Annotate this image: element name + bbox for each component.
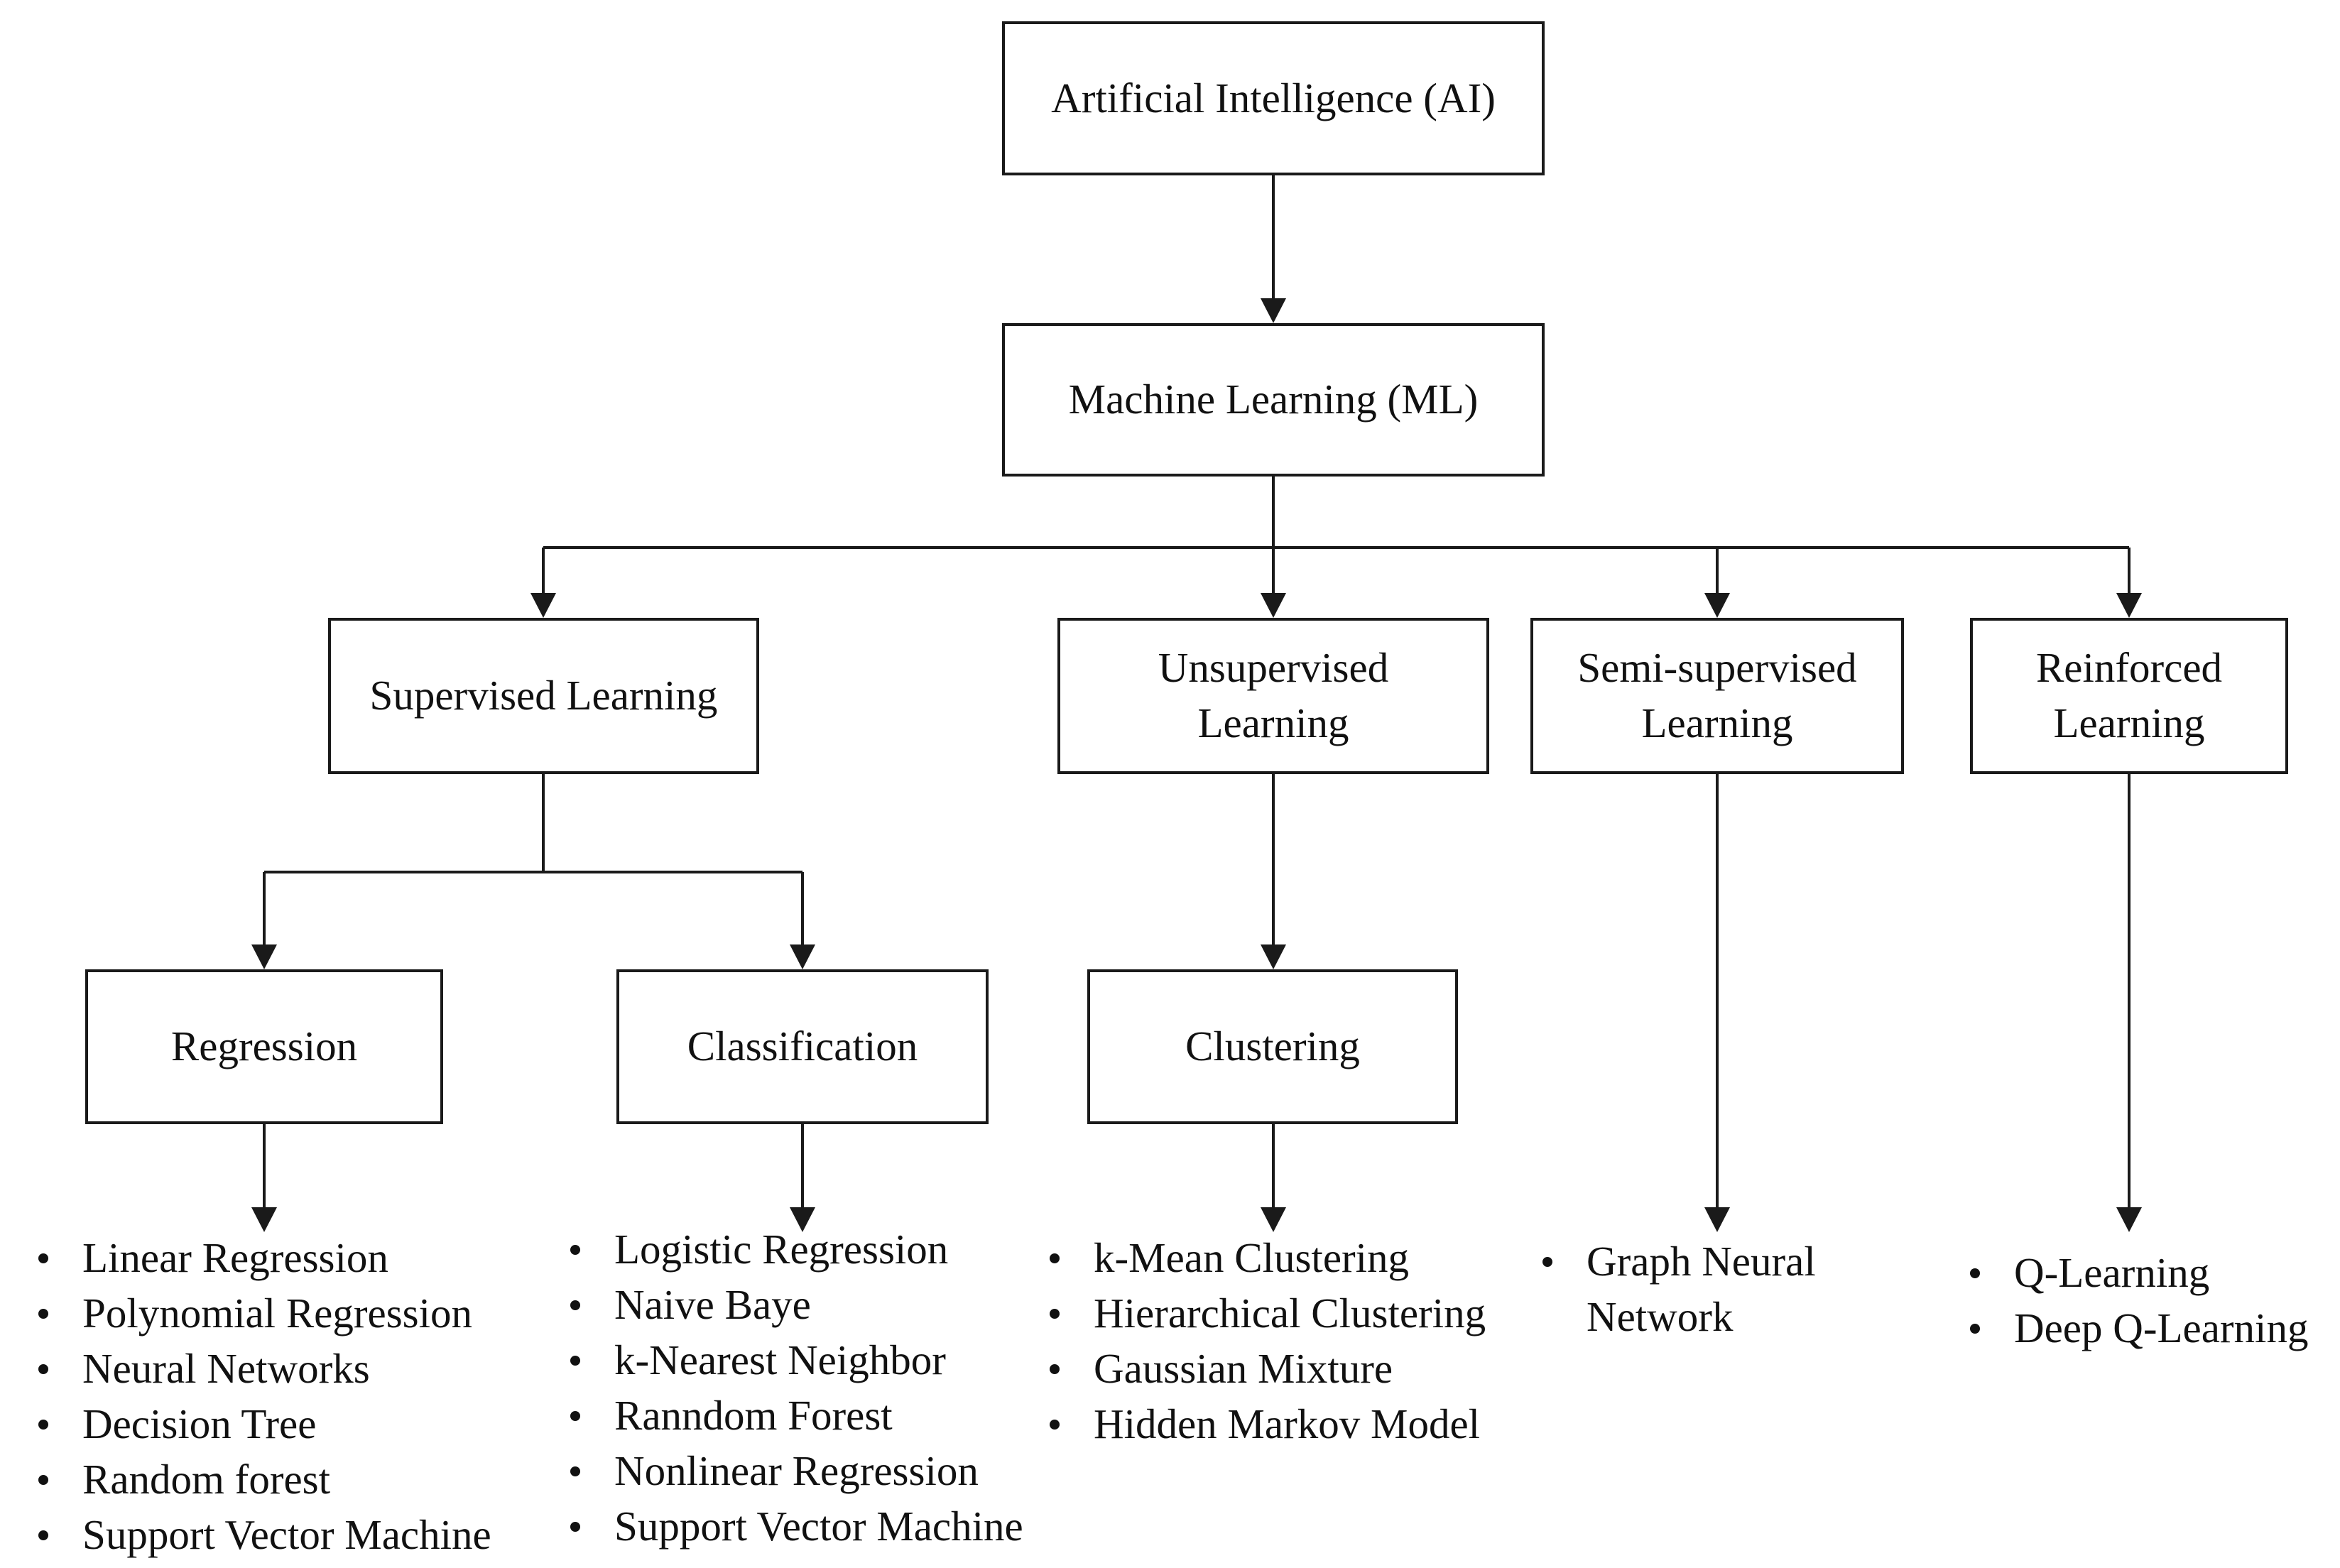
arrow-ml-supervised [530,593,556,618]
node-classification: Classification [616,969,989,1124]
list-item: Random forest [38,1452,491,1507]
list-item: Ranndom Forest [570,1388,1023,1443]
list-item: Q-Learning [1969,1245,2308,1300]
node-regression: Regression [85,969,443,1124]
list-item: Logistic Regression [570,1221,1023,1277]
arrow-unsupervised-clustering [1261,944,1286,969]
arrow-reinforced-list [2116,1207,2142,1232]
arrow-supervised-classification [790,944,815,969]
node-artificial-intelligence-label: Artificial Intelligence (AI) [1051,74,1496,121]
reinforced-methods-list: Q-Learning Deep Q-Learning [1966,1245,2308,1356]
arrow-ml-unsupervised [1261,593,1286,618]
node-supervised-learning: Supervised Learning [328,618,759,774]
node-classification-label: Classification [687,1023,918,1070]
regression-methods-list: Linear Regression Polynomial Regression … [34,1230,491,1562]
node-supervised-learning-label: Supervised Learning [369,672,718,719]
arrow-ml-reinforced [2116,593,2142,618]
arrow-semi-supervised-list [1704,1207,1730,1232]
node-clustering-label: Clustering [1185,1023,1360,1070]
node-machine-learning-label: Machine Learning (ML) [1068,376,1479,423]
node-reinforced-learning: Reinforced Learning [1970,618,2288,774]
list-item: Decision Tree [38,1396,491,1452]
node-semi-supervised-learning-label: Semi-supervised Learning [1577,644,1857,746]
arrow-ml-semi-supervised [1704,593,1730,618]
arrow-supervised-regression [251,944,277,969]
arrow-regression-list [251,1207,277,1232]
node-unsupervised-learning: Unsupervised Learning [1057,618,1489,774]
list-item: Support Vector Machine [38,1507,491,1562]
classification-methods-list: Logistic Regression Naive Baye k-Nearest… [566,1221,1023,1554]
list-item: Graph Neural Network [1542,1234,1816,1344]
semi-supervised-methods-list: Graph Neural Network [1538,1234,1816,1344]
node-reinforced-learning-label: Reinforced Learning [2035,644,2223,746]
list-item: Nonlinear Regression [570,1443,1023,1498]
list-item: Hidden Markov Model [1049,1396,1486,1452]
arrow-ai-ml [1261,298,1286,323]
list-item: Support Vector Machine [570,1498,1023,1554]
node-unsupervised-learning-label: Unsupervised Learning [1158,644,1389,746]
list-item: k-Nearest Neighbor [570,1332,1023,1388]
node-clustering: Clustering [1087,969,1458,1124]
arrow-classification-list [790,1207,815,1232]
list-item: Polynomial Regression [38,1285,491,1341]
node-semi-supervised-learning: Semi-supervised Learning [1530,618,1904,774]
list-item: Gaussian Mixture [1049,1341,1486,1396]
list-item: Linear Regression [38,1230,491,1285]
clustering-methods-list: k-Mean Clustering Hierarchical Clusterin… [1045,1230,1486,1452]
node-regression-label: Regression [170,1023,358,1070]
arrow-clustering-list [1261,1207,1286,1232]
list-item: k-Mean Clustering [1049,1230,1486,1285]
list-item: Neural Networks [38,1341,491,1396]
list-item: Deep Q-Learning [1969,1300,2308,1356]
list-item: Naive Baye [570,1277,1023,1332]
list-item: Hierarchical Clustering [1049,1285,1486,1341]
node-machine-learning: Machine Learning (ML) [1002,323,1545,477]
node-artificial-intelligence: Artificial Intelligence (AI) [1002,21,1545,175]
